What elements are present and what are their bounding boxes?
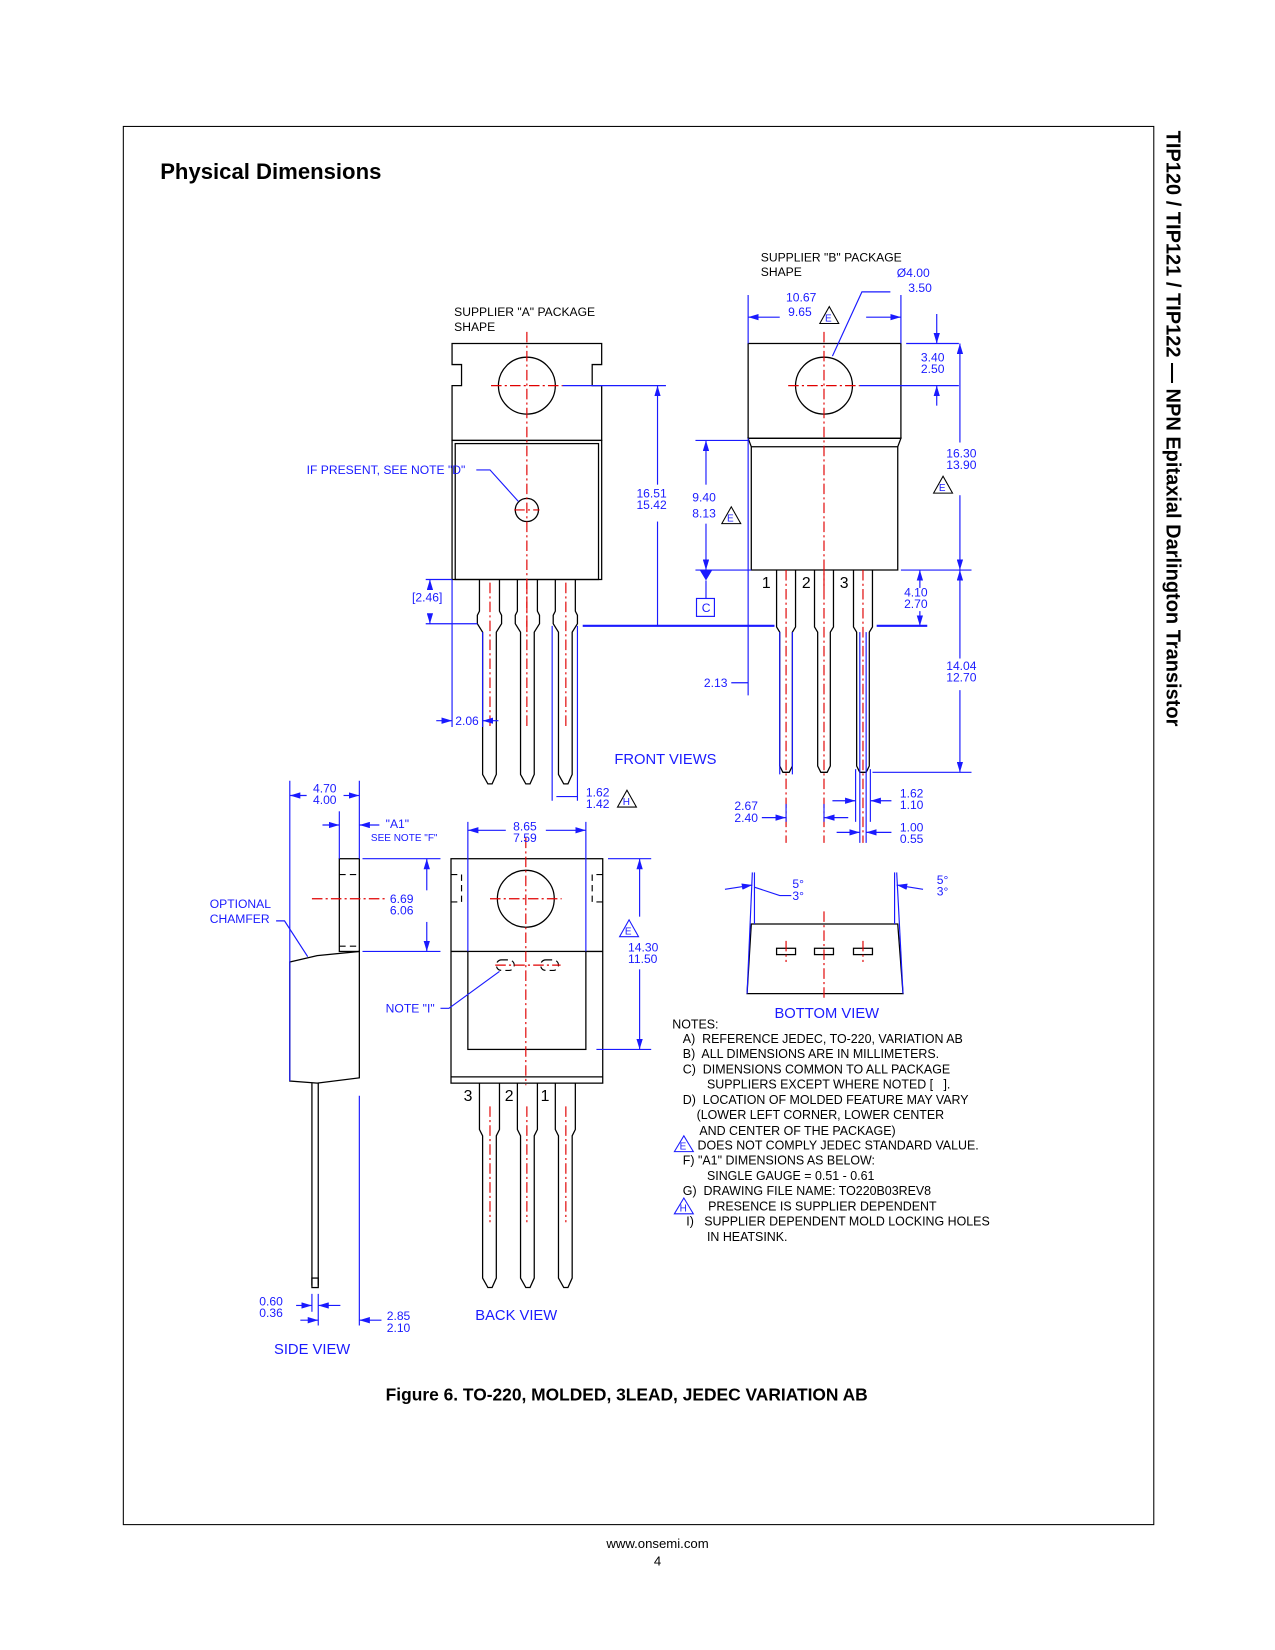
supplier-a-label: SUPPLIER "A" PACKAGE [454, 305, 595, 319]
note-i-callout: NOTE "I" [386, 1002, 435, 1016]
flag-e-icon: E [818, 305, 840, 324]
flag-h-icon: H [673, 1196, 695, 1215]
datum-c-box [695, 597, 715, 617]
flag-e-icon: E [932, 475, 954, 494]
back-view-label: BACK VIEW [475, 1308, 557, 1324]
side-title: TIP120 / TIP121 / TIP122 — NPN Epitaxial… [1161, 131, 1183, 727]
note-a: A) REFERENCE JEDEC, TO-220, VARIATION AB [683, 1032, 963, 1046]
note-b: B) ALL DIMENSIONS ARE IN MILLIMETERS. [683, 1047, 939, 1061]
see-note-f: SEE NOTE "F" [371, 833, 438, 844]
dim-draft-left: 5°3° [792, 877, 804, 903]
note-g: G) DRAWING FILE NAME: TO220B03REV8 [683, 1184, 931, 1198]
dim-lead-offset: 2.06 [455, 714, 479, 728]
note-i: I) SUPPLIER DEPENDENT MOLD LOCKING HOLES [683, 1214, 990, 1228]
dim-lead-bracket: [2.46] [412, 591, 442, 605]
back-pin-label-1: 1 [541, 1088, 550, 1105]
pin-label-1: 1 [762, 575, 771, 592]
supplier-b-label-2: SHAPE [761, 265, 802, 279]
note-d-3: AND CENTER OF THE PACKAGE) [683, 1124, 896, 1138]
note-d-callout: IF PRESENT, SEE NOTE "D" [307, 463, 466, 477]
back-pin-label-2: 2 [505, 1088, 514, 1105]
flag-h-icon: H [616, 789, 638, 808]
supplier-a-front-view: SUPPLIER "A" PACKAGE SHAPE IF PRESENT, S… [307, 305, 775, 811]
notes-title: NOTES: [672, 1017, 718, 1031]
flag-e-icon: E [673, 1134, 695, 1153]
bottom-view: 5°3° 5°3° BOTTOM VIEW [724, 872, 949, 1022]
datum-c: C [702, 601, 711, 615]
note-d-2: (LOWER LEFT CORNER, LOWER CENTER [683, 1108, 944, 1122]
svg-text:E: E [727, 514, 734, 525]
svg-text:E: E [939, 483, 946, 494]
note-d: D) LOCATION OF MOLDED FEATURE MAY VARY [683, 1093, 969, 1107]
front-views-label: FRONT VIEWS [614, 752, 716, 768]
back-pin-label-3: 3 [464, 1088, 473, 1105]
pin-label-3: 3 [840, 575, 849, 592]
svg-text:H: H [623, 797, 630, 808]
supplier-b-label: SUPPLIER "B" PACKAGE [761, 250, 902, 264]
dim-draft-right: 5°3° [937, 873, 949, 899]
svg-text:E: E [825, 313, 832, 324]
dim-lead-edge: 2.13 [704, 676, 728, 690]
figure-caption: Figure 6. TO-220, MOLDED, 3LEAD, JEDEC V… [386, 1384, 868, 1404]
page-frame [122, 125, 1155, 1526]
note-f: F) "A1" DIMENSIONS AS BELOW: [683, 1153, 875, 1167]
pin-label-2: 2 [802, 575, 811, 592]
footer-url: www.onsemi.com [605, 1536, 708, 1551]
flag-e-icon: E [618, 918, 640, 938]
note-e: DOES NOT COMPLY JEDEC STANDARD VALUE. [698, 1139, 979, 1153]
a1-label: "A1" [386, 817, 409, 831]
bottom-view-label: BOTTOM VIEW [774, 1006, 879, 1022]
side-view-label: SIDE VIEW [274, 1342, 350, 1358]
svg-text:E: E [680, 1142, 687, 1153]
supplier-a-label-2: SHAPE [454, 320, 495, 334]
page-number: 4 [654, 1554, 661, 1569]
note-c-2: SUPPLIERS EXCEPT WHERE NOTED [ ]. [683, 1077, 951, 1091]
svg-text:E: E [625, 927, 632, 938]
note-f-2: SINGLE GAUGE = 0.51 - 0.61 [683, 1169, 875, 1183]
note-i-2: IN HEATSINK. [683, 1230, 788, 1244]
note-c: C) DIMENSIONS COMMON TO ALL PACKAGE [683, 1063, 950, 1077]
note-h: PRESENCE IS SUPPLIER DEPENDENT [708, 1200, 937, 1214]
notes-block: NOTES: A) REFERENCE JEDEC, TO-220, VARIA… [672, 1017, 989, 1244]
flag-e-icon: E [720, 505, 742, 525]
section-title: Physical Dimensions [160, 159, 381, 184]
svg-text:H: H [680, 1204, 687, 1215]
